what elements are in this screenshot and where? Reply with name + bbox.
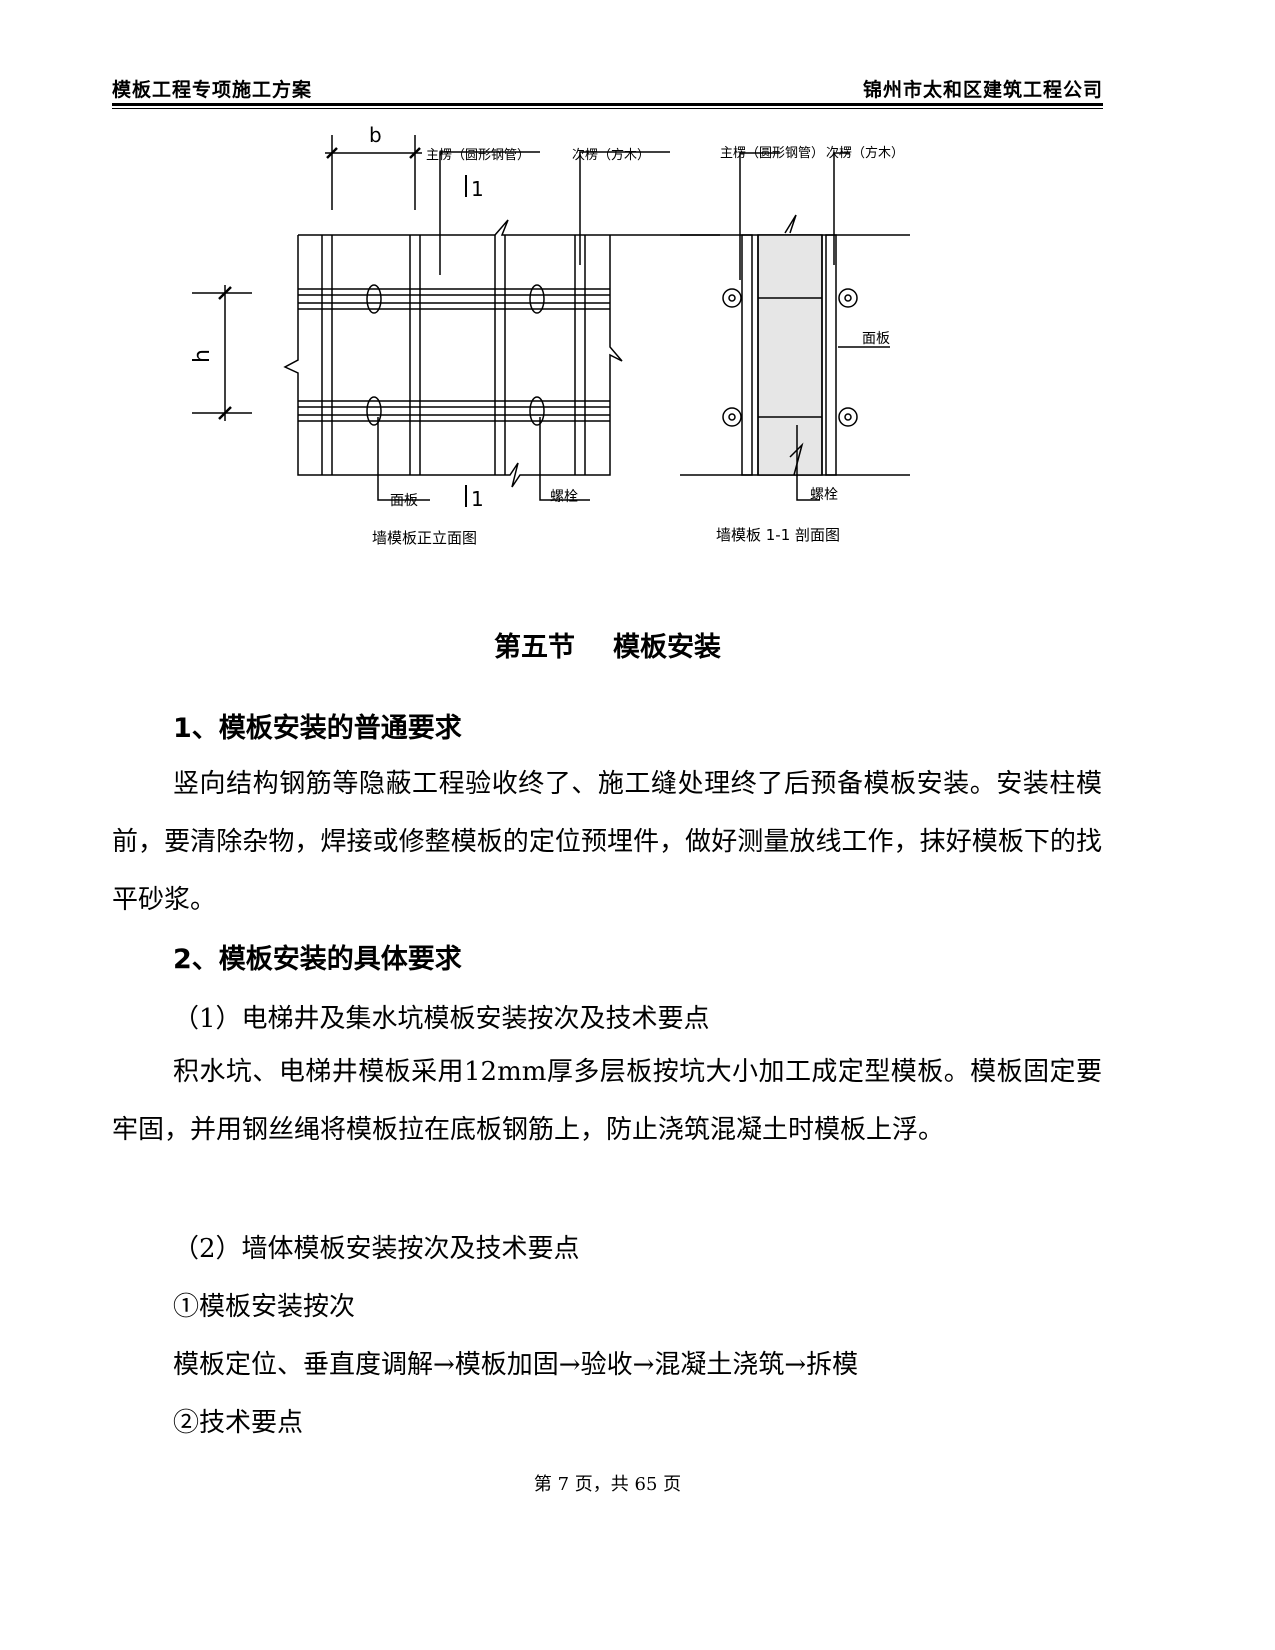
paragraph-general-requirements: 竖向结构钢筋等隐蔽工程验收终了、施工缝处理终了后预备模板安装。安装柱模前，要清除… xyxy=(112,769,1102,915)
page-header: 模板工程专项施工方案 锦州市太和区建筑工程公司 xyxy=(112,72,1103,102)
section-title-text: 模板安装 xyxy=(613,632,721,663)
heading-general-requirements: 1、模板安装的普通要求 xyxy=(173,713,462,744)
cut-mark-bottom-label: 1 xyxy=(471,487,484,511)
dim-h-label: h xyxy=(190,349,215,363)
front-bolt-label: 螺栓 xyxy=(550,489,578,505)
front-caption: 墙模板正立面图 xyxy=(372,529,477,547)
front-main-rib-label: 主楞（圆形钢管） xyxy=(426,148,530,163)
front-panel-label: 面板 xyxy=(390,493,418,509)
subheading-elevator-pit: （1）电梯井及集水坑模板安装按次及技术要点 xyxy=(173,1004,710,1034)
section-caption: 墙模板 1-1 剖面图 xyxy=(716,526,840,544)
section-bolt-label: 螺栓 xyxy=(810,487,838,503)
section-secondary-rib-label: 次楞（方木） xyxy=(826,145,904,161)
header-doc-title: 模板工程专项施工方案 xyxy=(112,79,313,101)
item-installation-sequence: ①模板安装按次 xyxy=(173,1292,356,1322)
subheading-wall-formwork: （2）墙体模板安装按次及技术要点 xyxy=(173,1234,580,1264)
cut-mark-top-label: 1 xyxy=(471,177,484,201)
section-main-rib-label: 主楞（圆形钢管） xyxy=(720,146,824,161)
installation-sequence-steps: 模板定位、垂直度调解→模板加固→验收→混凝土浇筑→拆模 xyxy=(173,1350,859,1380)
heading-specific-requirements: 2、模板安装的具体要求 xyxy=(173,944,462,975)
section-heading: 第五节 模板安装 xyxy=(0,625,1215,664)
paragraph-elevator-pit: 积水坑、电梯井模板采用12mm厚多层板按坑大小加工成定型模板。模板固定要牢固，并… xyxy=(112,1057,1102,1145)
dim-b-label: b xyxy=(369,123,382,147)
header-divider xyxy=(112,103,1103,109)
header-company: 锦州市太和区建筑工程公司 xyxy=(862,79,1103,101)
front-elevation-drawing xyxy=(192,135,720,507)
page-footer: 第 7 页，共 65 页 xyxy=(533,1474,682,1495)
item-technical-points: ②技术要点 xyxy=(173,1408,304,1438)
section-number: 第五节 xyxy=(494,632,575,663)
section-panel-label: 面板 xyxy=(862,331,890,347)
section-drawing xyxy=(680,152,910,501)
wall-formwork-figure: b h 主楞（圆形钢管） 次楞（方木） 1 1 面板 螺栓 墙模板正立面图 xyxy=(140,115,940,585)
front-secondary-rib-label: 次楞（方木） xyxy=(572,147,650,163)
